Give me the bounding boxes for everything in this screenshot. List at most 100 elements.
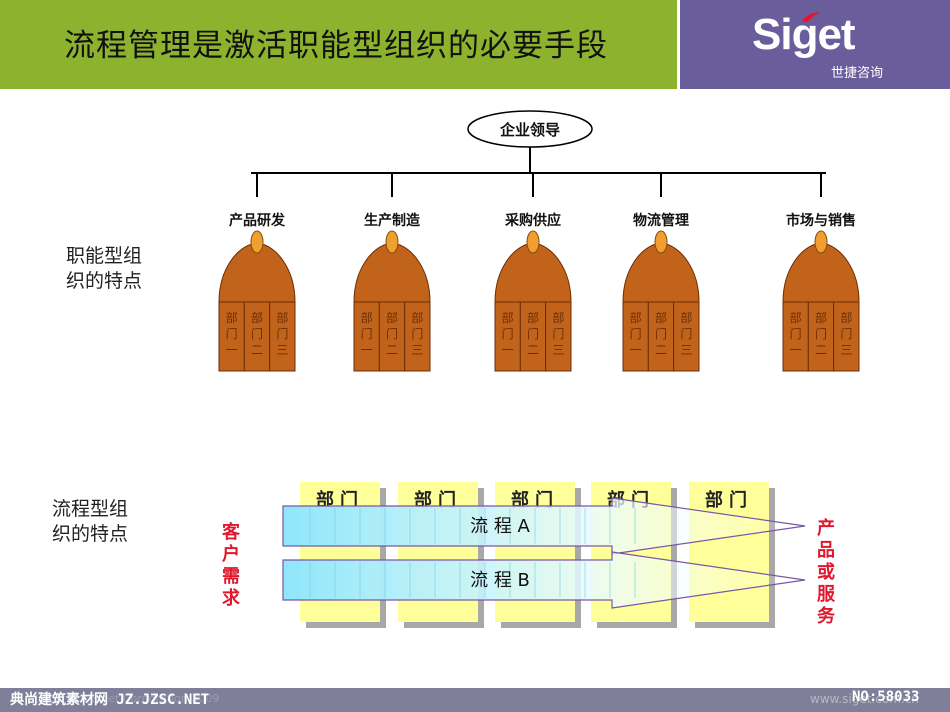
sub-unit-text: 部 <box>411 310 423 325</box>
department-knob <box>654 230 668 254</box>
department-label: 市场与销售 <box>786 212 856 229</box>
department-block-2: 部门 <box>398 482 484 628</box>
sub-unit-text: 一 <box>361 343 373 357</box>
sub-unit-text: 门 <box>630 326 642 341</box>
department-knob <box>250 230 264 254</box>
sub-unit-text: 三 <box>840 343 852 357</box>
department-block-5: 部门 <box>689 482 775 628</box>
footer-watermark: 典尚建筑素材网 JZ.JZSC.NET <box>10 692 210 708</box>
process-label-line: 织的特点 <box>52 523 129 545</box>
footer-number: NO:58033 <box>852 689 920 705</box>
sub-unit-text: 门 <box>527 326 539 341</box>
slide-title: 流程管理是激活职能型组织的必要手段 <box>64 28 608 64</box>
sub-unit <box>378 301 406 372</box>
block-label: 部门 <box>705 489 753 511</box>
process-flow-2: 流 程 B <box>282 551 806 609</box>
product-service-text: 产 <box>817 517 835 539</box>
sub-unit-text: 三 <box>552 343 564 357</box>
sub-unit-text: 二 <box>386 343 398 357</box>
logo-subtitle: 世捷咨询 <box>831 66 884 81</box>
department-label: 产品研发 <box>229 212 286 229</box>
sub-unit-text: 部 <box>502 310 514 325</box>
sub-unit-text: 门 <box>226 326 238 341</box>
flow-label: 流 程 A <box>470 516 530 537</box>
sub-unit-text: 门 <box>361 326 373 341</box>
process-label-line: 流程型组 <box>52 498 129 520</box>
sub-unit-text: 部 <box>790 310 802 325</box>
sub-unit-text: 二 <box>251 343 263 357</box>
sub-unit-text: 部 <box>815 310 827 325</box>
sub-unit-text: 部 <box>630 310 642 325</box>
sub-unit-text: 门 <box>552 326 564 341</box>
sub-unit-text: 门 <box>840 326 852 341</box>
sub-unit-text: 部 <box>386 310 398 325</box>
product-service-text: 务 <box>817 605 836 627</box>
sub-unit-text: 部 <box>226 310 238 325</box>
sub-unit-text: 部 <box>276 310 288 325</box>
functional-label-line: 职能型组 <box>66 245 143 267</box>
department-block-1: 部门 <box>300 482 386 628</box>
sub-unit-text: 门 <box>790 326 802 341</box>
functional-org-chart: 企业领导产品研发部门一部门二部门三生产制造部门一部门二部门三采购供应部门一部门二… <box>218 110 860 372</box>
sub-unit <box>269 301 296 372</box>
sub-unit-text: 门 <box>502 326 514 341</box>
sub-unit <box>833 301 860 372</box>
customer-demand-text: 需 <box>222 566 240 587</box>
sub-unit-text: 二 <box>527 343 539 357</box>
sub-unit <box>494 301 521 372</box>
process-arrow <box>282 551 806 609</box>
copyright-text: Copyright Siget Corporation 2009 <box>34 692 220 705</box>
functional-org-label: 职能型组 织的特点 <box>66 244 176 294</box>
department-block-3: 部门 <box>495 482 581 628</box>
process-flow-1: 流 程 A <box>282 497 806 555</box>
sub-unit-text: 部 <box>655 310 667 325</box>
sub-unit-text: 门 <box>276 326 288 341</box>
sub-unit-text: 三 <box>411 343 423 357</box>
customer-demand-text: 求 <box>222 587 241 609</box>
product-service-text: 或 <box>817 561 835 583</box>
sub-unit-text: 门 <box>680 326 692 341</box>
sub-unit <box>545 301 572 372</box>
root-label: 企业领导 <box>499 121 560 139</box>
sub-unit-text: 部 <box>552 310 564 325</box>
department-block <box>689 482 769 622</box>
sub-unit-text: 一 <box>502 343 514 357</box>
department-label: 物流管理 <box>633 212 689 229</box>
logo-swoosh-icon <box>802 12 820 22</box>
department-knob <box>814 230 828 254</box>
department-knob <box>526 230 540 254</box>
department-label: 生产制造 <box>364 212 420 229</box>
sub-unit-text: 一 <box>790 343 802 357</box>
sub-unit <box>782 301 809 372</box>
functional-label-line: 织的特点 <box>66 270 143 292</box>
customer-demand-text: 户 <box>222 543 240 565</box>
sub-unit-text: 门 <box>251 326 263 341</box>
process-arrow <box>282 497 806 555</box>
flow-label: 流 程 B <box>470 570 530 591</box>
process-org-label: 流程型组 织的特点 <box>52 497 162 547</box>
sub-unit-text: 门 <box>655 326 667 341</box>
sub-unit-text: 门 <box>411 326 423 341</box>
header-band <box>0 0 677 89</box>
sub-unit-text: 二 <box>655 343 667 357</box>
sub-unit-text: 部 <box>680 310 692 325</box>
product-service-text: 品 <box>817 540 835 561</box>
sub-unit <box>404 301 431 372</box>
sub-unit-text: 部 <box>251 310 263 325</box>
footer-website: www.siget.com.cn <box>810 692 919 706</box>
siget-logo: Siget <box>752 10 856 59</box>
department-label: 采购供应 <box>504 212 561 229</box>
customer-demand-text: 客 <box>222 521 241 543</box>
sub-unit-text: 一 <box>630 343 642 357</box>
sub-unit-text: 三 <box>276 343 288 357</box>
department-knob <box>385 230 399 254</box>
sub-unit <box>647 301 675 372</box>
footer-bar <box>0 688 950 712</box>
sub-unit-text: 门 <box>386 326 398 341</box>
sub-unit-text: 三 <box>680 343 692 357</box>
